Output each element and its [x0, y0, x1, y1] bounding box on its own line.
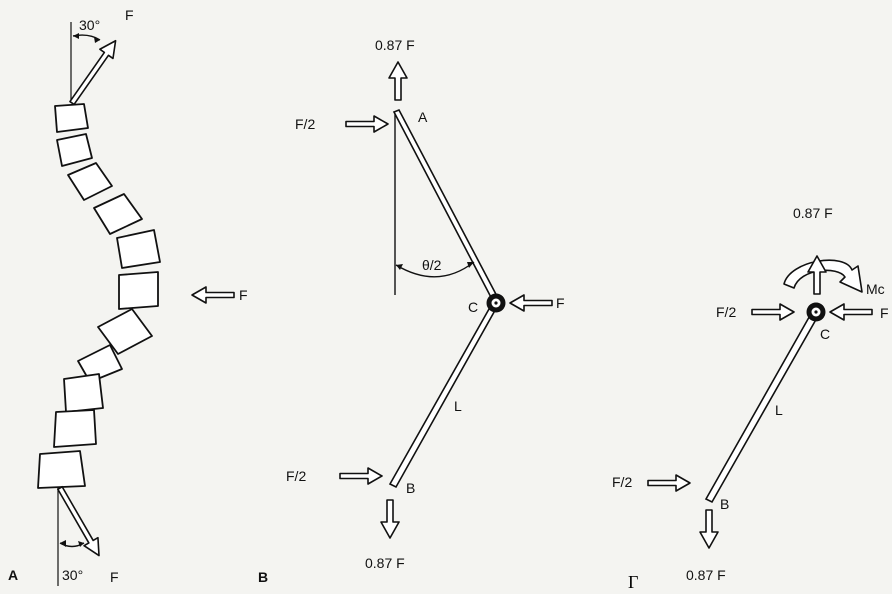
- vertebra: [63, 373, 104, 413]
- panel-c: 0.87 F Mc F/2 F C L F/2 B 0.87 F Γ: [612, 205, 889, 592]
- force-label-top: 0.87 F: [793, 205, 833, 221]
- vertebra: [97, 308, 153, 355]
- force-label-bottom: 0.87 F: [365, 555, 405, 571]
- panel-b: θ/2 0.87 F F/2 A F C L F/2 B 0.87 F B: [258, 37, 565, 585]
- force-label-top-left: F/2: [295, 116, 315, 132]
- moment-label: Mc: [866, 281, 885, 297]
- force-arrow-bottom-left: [647, 474, 691, 492]
- force-label-mid: F: [239, 287, 248, 303]
- point-label-b: B: [720, 496, 729, 512]
- force-label-top: F: [125, 7, 134, 23]
- panel-a: 30° F F 30° F A: [8, 7, 248, 586]
- force-arrow-top-left: [345, 115, 389, 133]
- angle-arrowhead-top: [73, 33, 79, 39]
- point-label-b: B: [406, 480, 415, 496]
- vertebra: [54, 103, 89, 133]
- panel-c-letter: Γ: [628, 572, 638, 592]
- length-label: L: [454, 398, 462, 414]
- force-arrow-right: [829, 303, 873, 321]
- angle-arc: [395, 261, 475, 278]
- force-label-bottom: 0.87 F: [686, 567, 726, 583]
- force-arrow-bottom: [57, 485, 100, 557]
- bar-cb: [704, 310, 820, 504]
- vertebra: [93, 193, 143, 235]
- force-label-bottom-left: F/2: [286, 468, 306, 484]
- vertebra: [53, 409, 97, 448]
- point-label-a: A: [418, 109, 428, 125]
- vertebra: [116, 229, 161, 269]
- angle-label-top: 30°: [79, 17, 100, 33]
- vertebral-column: [37, 103, 161, 489]
- force-arrow-top: [69, 39, 117, 106]
- panel-b-letter: B: [258, 569, 268, 585]
- bar-cb: [388, 300, 500, 489]
- force-label-left: F/2: [716, 304, 736, 320]
- force-arrow-top-up: [388, 61, 408, 101]
- force-arrow-bottom-down: [380, 499, 400, 539]
- vertebra: [67, 162, 113, 201]
- panel-a-letter: A: [8, 567, 18, 583]
- point-label-c: C: [820, 326, 830, 342]
- vertebra: [118, 271, 159, 310]
- angle-label: θ/2: [422, 257, 442, 273]
- force-label-right: F: [880, 305, 889, 321]
- force-arrow-bottom-left: [339, 467, 383, 485]
- force-arrow-left: [751, 303, 795, 321]
- moment-arrow: [783, 259, 863, 293]
- vertebra: [37, 450, 86, 489]
- angle-arrowhead-bottom: [60, 540, 66, 547]
- force-label-right: F: [556, 295, 565, 311]
- force-arrow-bottom-down: [699, 509, 719, 549]
- force-arrow-mid: [191, 286, 235, 304]
- point-label-c: C: [468, 299, 478, 315]
- vertebra: [56, 133, 93, 167]
- force-label-bottom-left: F/2: [612, 474, 632, 490]
- force-label-bottom: F: [110, 569, 119, 585]
- force-label-top: 0.87 F: [375, 37, 415, 53]
- angle-label-bottom: 30°: [62, 567, 83, 583]
- bar-ac: [392, 108, 501, 305]
- force-arrow-right: [509, 294, 553, 312]
- length-label: L: [775, 402, 783, 418]
